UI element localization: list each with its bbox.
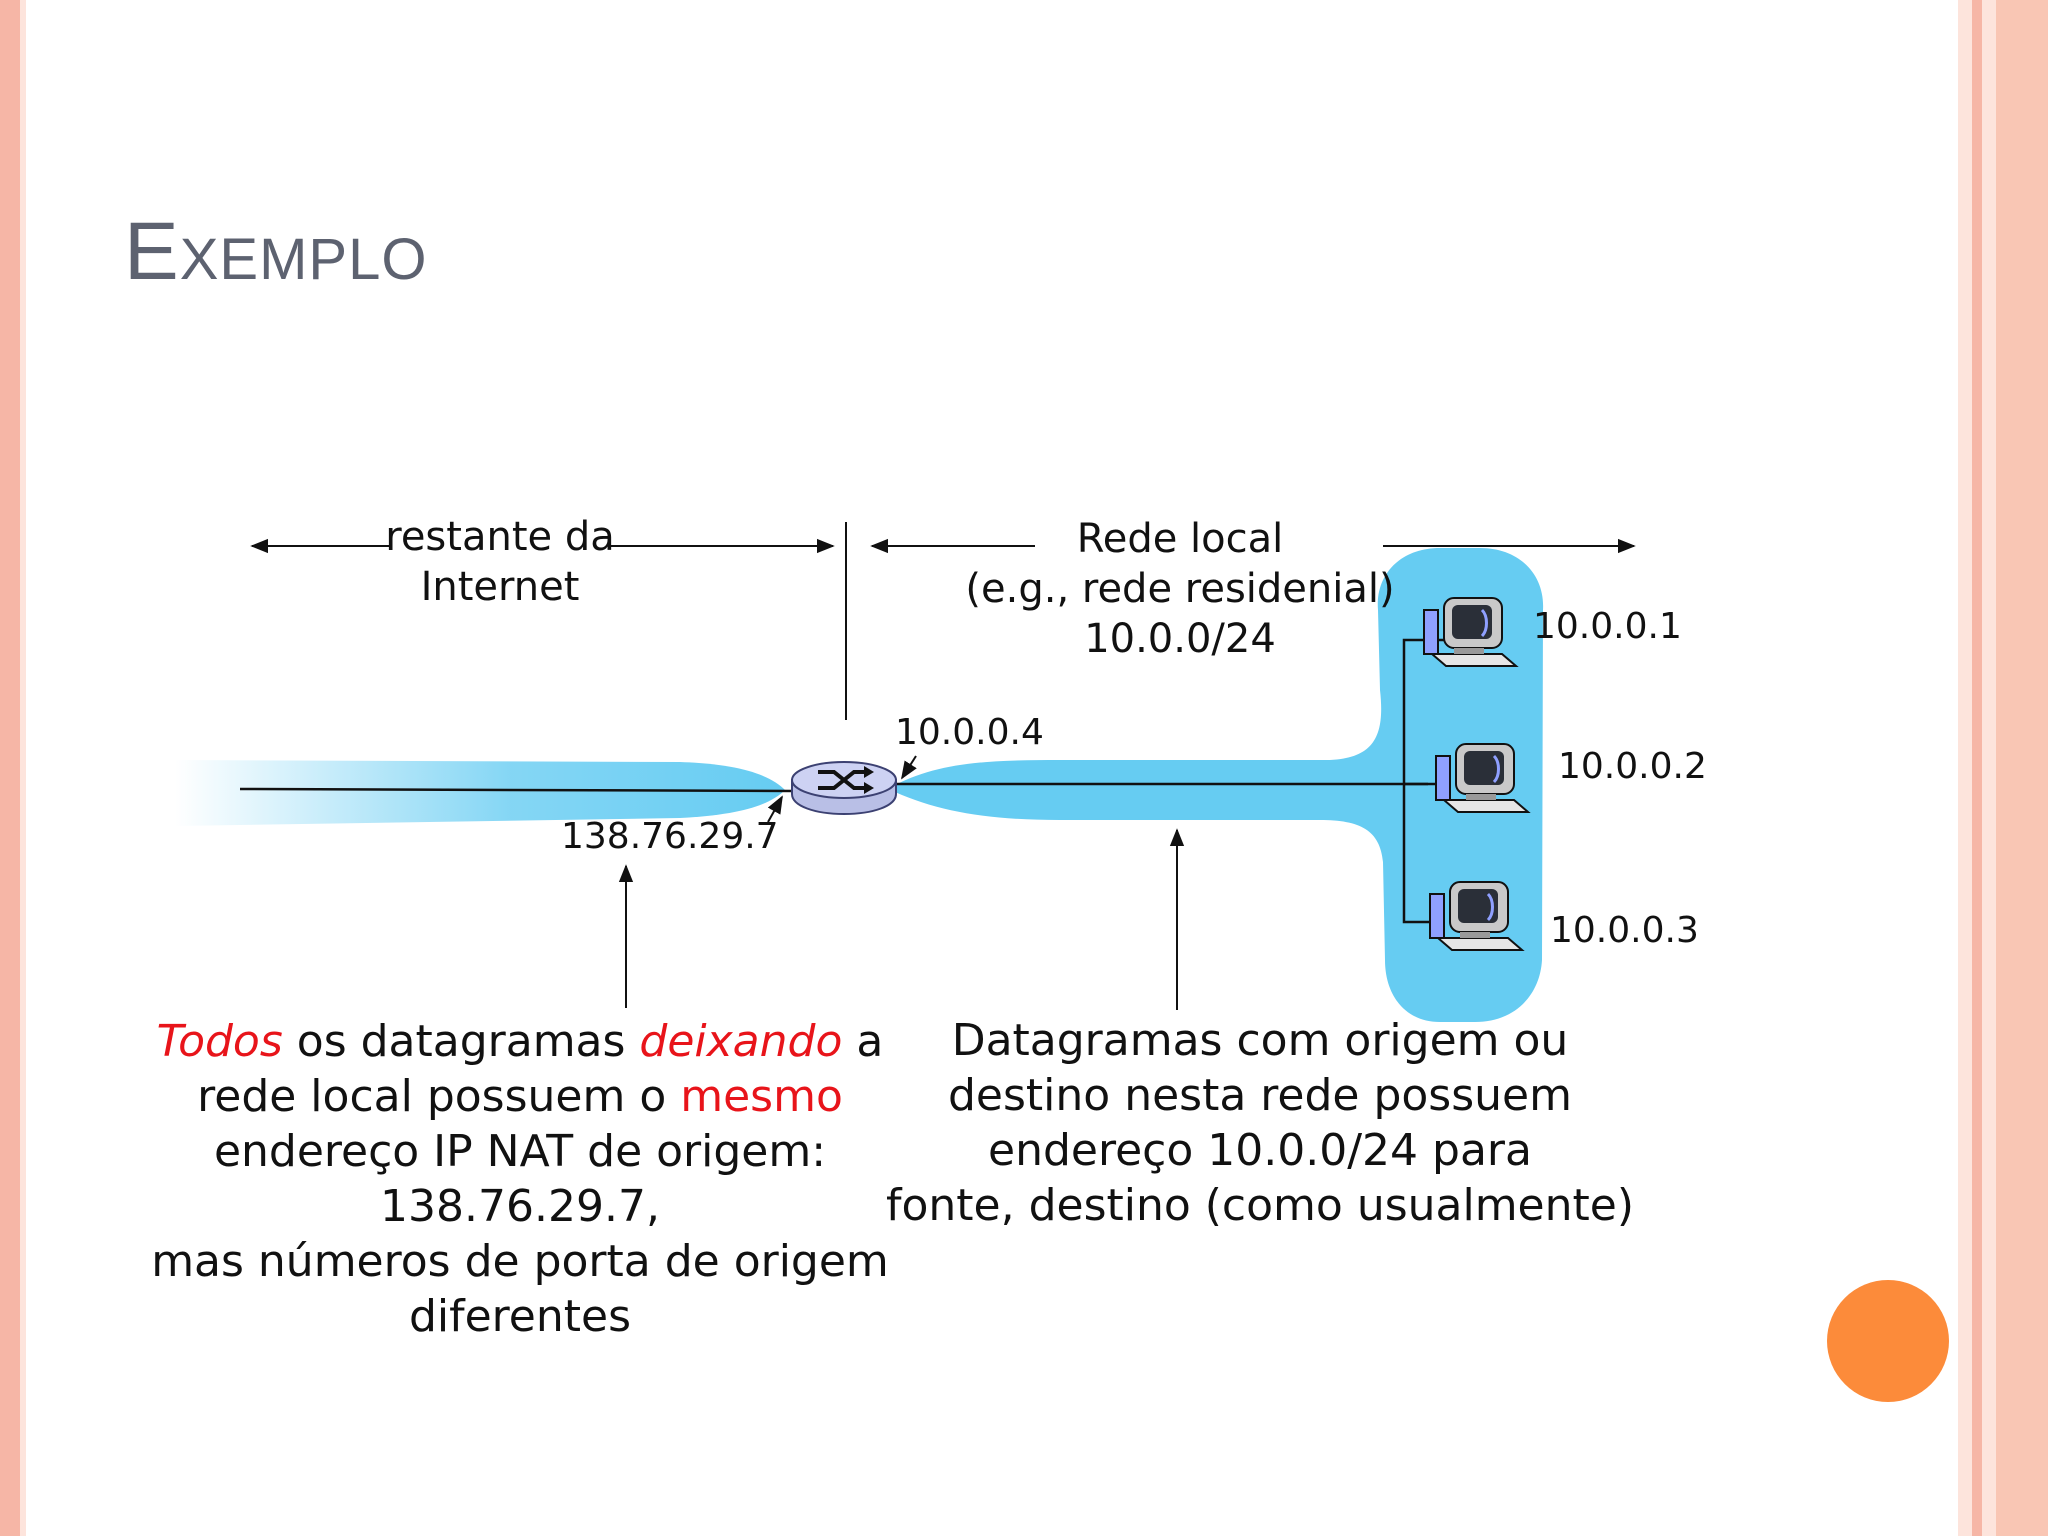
router-public-ip: 138.76.29.7 [561, 816, 779, 857]
host1-ip: 10.0.0.1 [1533, 606, 1682, 647]
left-caption-line1: Todos os datagramas deixando a [156, 1016, 884, 1067]
right-caption-line2: destino nesta rede possuem [948, 1070, 1572, 1121]
left-caption-line2: rede local possuem o mesmo [197, 1071, 843, 1122]
internet-label-line2: Internet [420, 564, 580, 610]
internet-label-line1: restante da [385, 514, 615, 560]
slide-border-right-3 [1982, 0, 1996, 1536]
local-label-line1: Rede local [1076, 516, 1284, 562]
left-caption: Todos os datagramas deixando a rede loca… [150, 1014, 890, 1344]
highlight-deixando: deixando [639, 1016, 843, 1067]
desktop-computer-icon [1429, 881, 1525, 951]
orange-circle-decor [1827, 1280, 1949, 1402]
highlight-todos: Todos [156, 1016, 283, 1067]
internet-cloud [175, 760, 785, 826]
slide-title: EXEMPLO [124, 206, 428, 297]
host2-ip: 10.0.0.2 [1558, 746, 1707, 787]
right-caption-line4: fonte, destino (como usualmente) [885, 1180, 1635, 1231]
desktop-computer-icon [1423, 597, 1519, 667]
internet-link [239, 787, 796, 793]
host3-ip: 10.0.0.3 [1550, 910, 1699, 951]
private-ip-pointer [901, 755, 917, 780]
slide-border-right-4 [1996, 0, 2048, 1536]
internet-zone-label: restante da Internet [380, 512, 620, 612]
router-private-ip: 10.0.0.4 [895, 712, 1044, 753]
local-label-line3: 10.0.0/24 [1084, 616, 1276, 662]
desktop-computer-icon [1435, 743, 1531, 813]
left-caption-line3: endereço IP NAT de origem: [213, 1126, 827, 1177]
local-zone-label: Rede local (e.g., rede residenial) 10.0.… [960, 514, 1400, 664]
left-caption-line4: 138.76.29.7, [380, 1181, 660, 1232]
right-caption-line1: Datagramas com origem ou [951, 1015, 1569, 1066]
slide-border-right-1 [1958, 0, 1972, 1536]
right-caption-line3: endereço 10.0.0/24 para [988, 1125, 1532, 1176]
local-label-line2: (e.g., rede residenial) [965, 566, 1395, 612]
slide-border-right-2 [1972, 0, 1982, 1536]
public-ip-pointer [767, 795, 783, 823]
slide-border-left [0, 0, 20, 1536]
left-caption-line6: diferentes [408, 1291, 632, 1342]
right-caption: Datagramas com origem ou destino nesta r… [880, 1013, 1640, 1233]
highlight-mesmo: mesmo [680, 1071, 843, 1122]
router-icon [791, 761, 897, 816]
left-caption-line5: mas números de porta de origem [151, 1236, 889, 1287]
slide-border-left-inner [20, 0, 26, 1536]
